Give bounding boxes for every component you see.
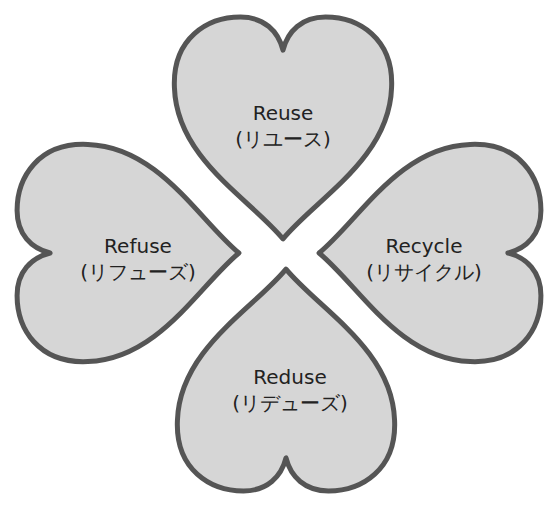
- heart-content: Reduse (リデューズ): [172, 272, 408, 506]
- heart-shape: [319, 144, 541, 361]
- heart-leaf: Recycle (リサイクル): [312, 135, 548, 371]
- heart-leaf: Reuse (リユース): [165, 10, 401, 246]
- heart-label: Reduse (リデューズ): [232, 364, 348, 416]
- heart-content: Reuse (リユース): [165, 8, 401, 244]
- heart-content: Recycle (リサイクル): [306, 141, 542, 377]
- heart-label: Refuse (リフューズ): [80, 233, 196, 285]
- heart-content: Refuse (リフューズ): [20, 141, 256, 377]
- heart-leaf: Refuse (リフューズ): [10, 135, 246, 371]
- heart-shape: [177, 269, 394, 491]
- heart-label: Recycle (リサイクル): [366, 233, 482, 285]
- heart-label: Reuse (リユース): [235, 100, 331, 152]
- heart-leaf: Reduse (リデューズ): [168, 262, 404, 498]
- heart-shape: [17, 144, 239, 361]
- heart-shape: [174, 17, 391, 239]
